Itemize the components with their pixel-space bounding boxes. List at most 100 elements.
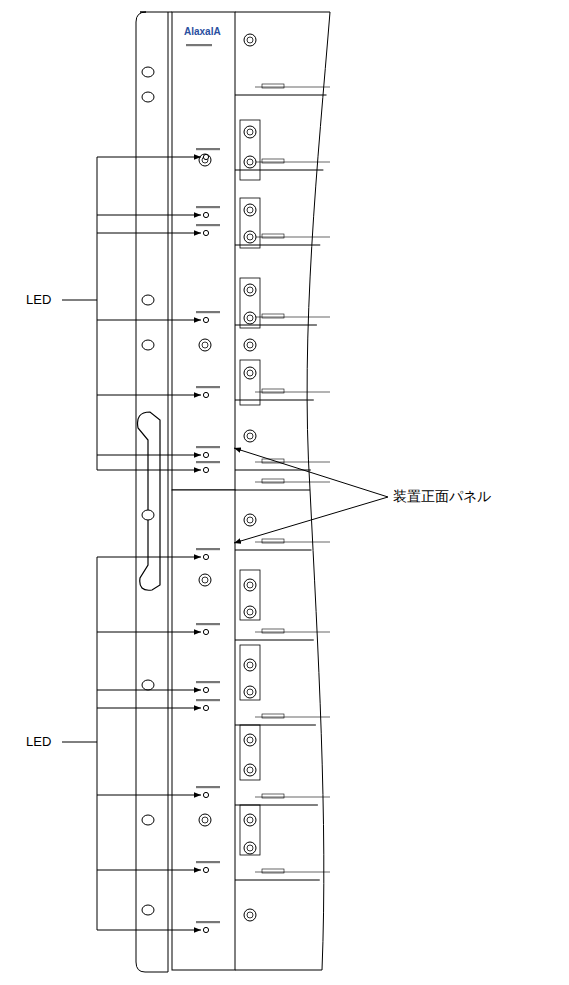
led-arrow [97, 215, 201, 216]
module-bracket [240, 360, 260, 405]
led [203, 452, 208, 457]
ear-hole [142, 680, 154, 690]
screw [244, 842, 256, 854]
slot-latch [262, 869, 284, 873]
ear-hole [142, 510, 154, 520]
slot-divider [235, 550, 312, 551]
screw [244, 814, 256, 826]
led [203, 392, 208, 397]
silkscreen-mark [196, 311, 220, 313]
screw-head [247, 912, 253, 918]
screw [244, 34, 256, 46]
screw [199, 814, 211, 826]
slot-rail [255, 872, 330, 873]
slot-rail [255, 237, 330, 238]
break-line [235, 12, 330, 970]
led-arrow [97, 557, 201, 558]
slot-divider [235, 490, 310, 491]
silkscreen-mark [196, 461, 220, 463]
ear-hole [142, 92, 154, 102]
callout-label: LED [26, 735, 51, 749]
screw [199, 339, 211, 351]
screw [244, 764, 256, 776]
rack-ear [136, 12, 168, 972]
led-leaders [62, 157, 97, 930]
led [203, 554, 208, 559]
led [203, 792, 208, 797]
front-panel-lower [172, 490, 235, 970]
screw [244, 909, 256, 921]
screw-head [247, 129, 253, 135]
screw [244, 606, 256, 618]
slot-rail [255, 797, 330, 798]
screw-head [247, 517, 253, 523]
screw-head [247, 817, 253, 823]
screw-head [247, 234, 253, 240]
led [203, 687, 208, 692]
screw-head [247, 287, 253, 293]
led [203, 705, 208, 710]
screw-head [247, 737, 253, 743]
led-arrow [97, 870, 201, 871]
screw-head [247, 342, 253, 348]
slot-divider [235, 640, 314, 641]
led-arrow [97, 320, 201, 321]
screw-head [247, 767, 253, 773]
screw [199, 574, 211, 586]
led-arrow [97, 795, 201, 796]
module-bracket [240, 645, 260, 700]
screw [244, 204, 256, 216]
screw [244, 734, 256, 746]
slot-latch [262, 714, 284, 718]
slot-rail [255, 87, 330, 88]
screw [244, 156, 256, 168]
led [203, 230, 208, 235]
screw [244, 686, 256, 698]
silkscreen-mark [196, 861, 220, 863]
slot-latch [262, 314, 284, 318]
led [203, 927, 208, 932]
slot-divider [235, 170, 323, 171]
screw-head [247, 37, 253, 43]
screw-head [247, 689, 253, 695]
module-bracket [240, 278, 260, 328]
slot-divider [235, 470, 311, 471]
slot-divider [235, 245, 320, 246]
silkscreen-mark [196, 386, 220, 388]
brand-logo: AlaxalA [184, 26, 221, 37]
led-arrow [97, 233, 201, 234]
screw-head [202, 342, 208, 348]
slot-rail [255, 317, 330, 318]
led-arrow [97, 708, 201, 709]
led-arrow [97, 157, 201, 158]
ear-hole [142, 340, 154, 350]
silkscreen-mark [196, 786, 220, 788]
slot-rail [255, 392, 330, 393]
slot-divider [235, 880, 320, 881]
slot-latch [262, 479, 284, 483]
screw [244, 339, 256, 351]
screw [244, 514, 256, 526]
led-arrow [97, 930, 201, 931]
silkscreen-mark [196, 224, 220, 226]
led [203, 867, 208, 872]
slot-rail [255, 717, 330, 718]
screw-head [247, 315, 253, 321]
screw [244, 430, 256, 442]
model-mark [186, 44, 212, 46]
silkscreen-mark [196, 148, 220, 150]
module-bracket [240, 120, 260, 180]
led [203, 467, 208, 472]
screw-head [247, 845, 253, 851]
screw-head [247, 207, 253, 213]
silkscreen-mark [196, 681, 220, 683]
slot-latch [262, 389, 284, 393]
slot-divider [235, 95, 327, 96]
silkscreen-mark [196, 623, 220, 625]
screw [199, 154, 211, 166]
led [203, 317, 208, 322]
silkscreen-mark [196, 548, 220, 550]
led-arrow [97, 455, 201, 456]
module-bracket [240, 198, 260, 248]
module-bracket [240, 725, 260, 780]
